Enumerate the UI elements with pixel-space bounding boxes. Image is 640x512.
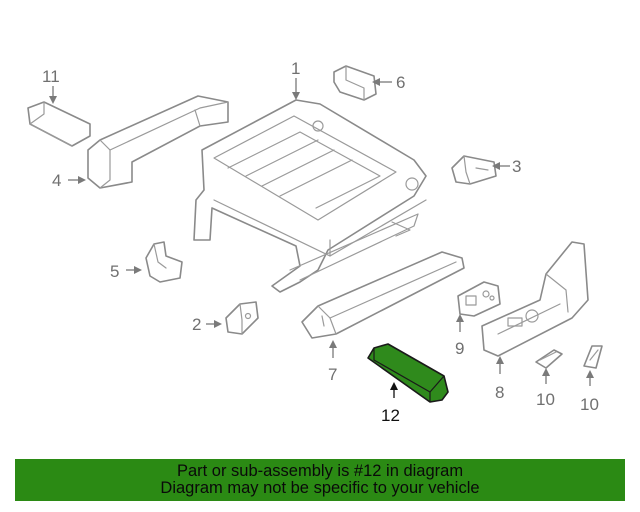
leader-8-arrow bbox=[496, 356, 504, 364]
leader-1-arrow bbox=[292, 92, 300, 100]
callout-4[interactable]: 4 bbox=[52, 171, 61, 190]
callout-3[interactable]: 3 bbox=[512, 157, 521, 176]
callout-7[interactable]: 7 bbox=[328, 365, 337, 384]
callout-1[interactable]: 1 bbox=[291, 59, 300, 78]
part-10-knob-left[interactable] bbox=[535, 349, 563, 369]
callout-10-right[interactable]: 10 bbox=[580, 395, 599, 414]
parts-diagram: 11 4 1 6 3 bbox=[27, 59, 603, 425]
part-12-highlighted[interactable] bbox=[367, 343, 449, 403]
callout-6[interactable]: 6 bbox=[396, 73, 405, 92]
part-5-clip[interactable] bbox=[145, 241, 183, 283]
part-8-side-shield[interactable] bbox=[481, 241, 589, 357]
leader-6-arrow bbox=[372, 78, 380, 86]
leader-4-arrow bbox=[78, 176, 86, 184]
part-9-switch[interactable] bbox=[457, 281, 501, 317]
callout-10-left[interactable]: 10 bbox=[536, 390, 555, 409]
leader-7-arrow bbox=[329, 340, 337, 348]
part-3-bracket[interactable] bbox=[451, 155, 497, 185]
leader-3-arrow bbox=[492, 162, 500, 170]
callout-5[interactable]: 5 bbox=[110, 262, 119, 281]
banner-line-2: Diagram may not be specific to your vehi… bbox=[160, 479, 480, 497]
leader-10a-arrow bbox=[542, 368, 550, 376]
part-2-bracket[interactable] bbox=[225, 301, 259, 335]
callout-9[interactable]: 9 bbox=[455, 339, 464, 358]
leader-10b-arrow bbox=[586, 370, 594, 378]
banner-line-1: Part or sub-assembly is #12 in diagram bbox=[176, 462, 464, 480]
part-4-track[interactable] bbox=[87, 95, 229, 189]
leader-2-arrow bbox=[214, 320, 222, 328]
info-banner: Part or sub-assembly is #12 in diagram D… bbox=[15, 459, 625, 501]
leader-12-arrow bbox=[390, 382, 398, 390]
part-10-knob-right[interactable] bbox=[583, 345, 603, 369]
callout-8[interactable]: 8 bbox=[495, 383, 504, 402]
leader-9-arrow bbox=[456, 314, 464, 322]
part-6-bracket[interactable] bbox=[333, 65, 377, 101]
callout-11[interactable]: 11 bbox=[42, 67, 60, 86]
leader-5-arrow bbox=[134, 266, 142, 274]
part-1-seat-frame[interactable] bbox=[193, 99, 427, 293]
part-7-side-cover[interactable] bbox=[301, 251, 465, 339]
part-11-cover[interactable] bbox=[27, 101, 91, 147]
callout-2[interactable]: 2 bbox=[192, 315, 201, 334]
callout-12[interactable]: 12 bbox=[381, 406, 400, 425]
leader-11-arrow bbox=[49, 96, 57, 104]
